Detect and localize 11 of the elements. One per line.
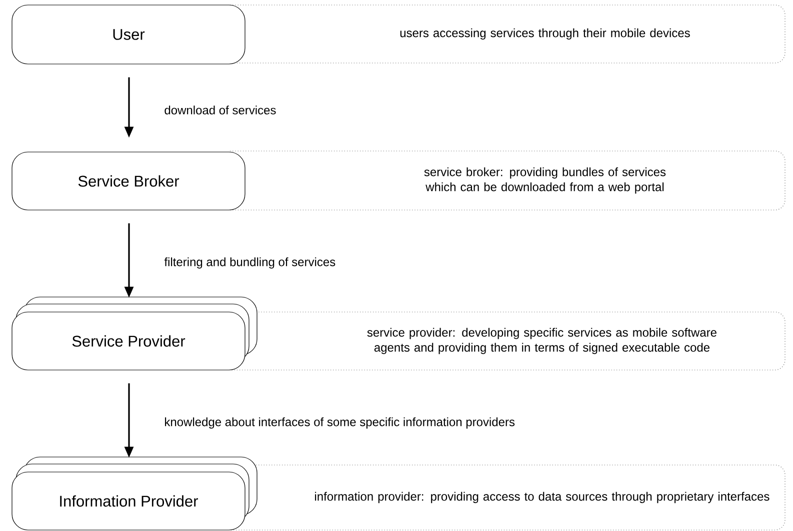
description-band: service broker: providing bundles of services which can be downloaded from a web portal xyxy=(230,150,786,210)
description-band: users accessing services through their mobile devices xyxy=(230,4,786,64)
rounded-box: User xyxy=(12,4,246,64)
stacked-rounded-box: Information Provider xyxy=(12,456,258,530)
edge-label: download of services xyxy=(164,106,276,114)
description-band: information provider: providing access to data sources through proprietary interfaces xyxy=(230,464,786,530)
rounded-box: Service Broker xyxy=(12,152,246,210)
edge-label: filtering and bundling of services xyxy=(164,257,336,269)
description-band: service provider: developing specific services as mobile software agents and providing them in terms of signed executable code xyxy=(230,312,786,370)
stacked-rounded-box: Service Provider xyxy=(12,296,258,370)
edge-label: knowledge about interfaces of some specific information providers xyxy=(165,417,515,429)
